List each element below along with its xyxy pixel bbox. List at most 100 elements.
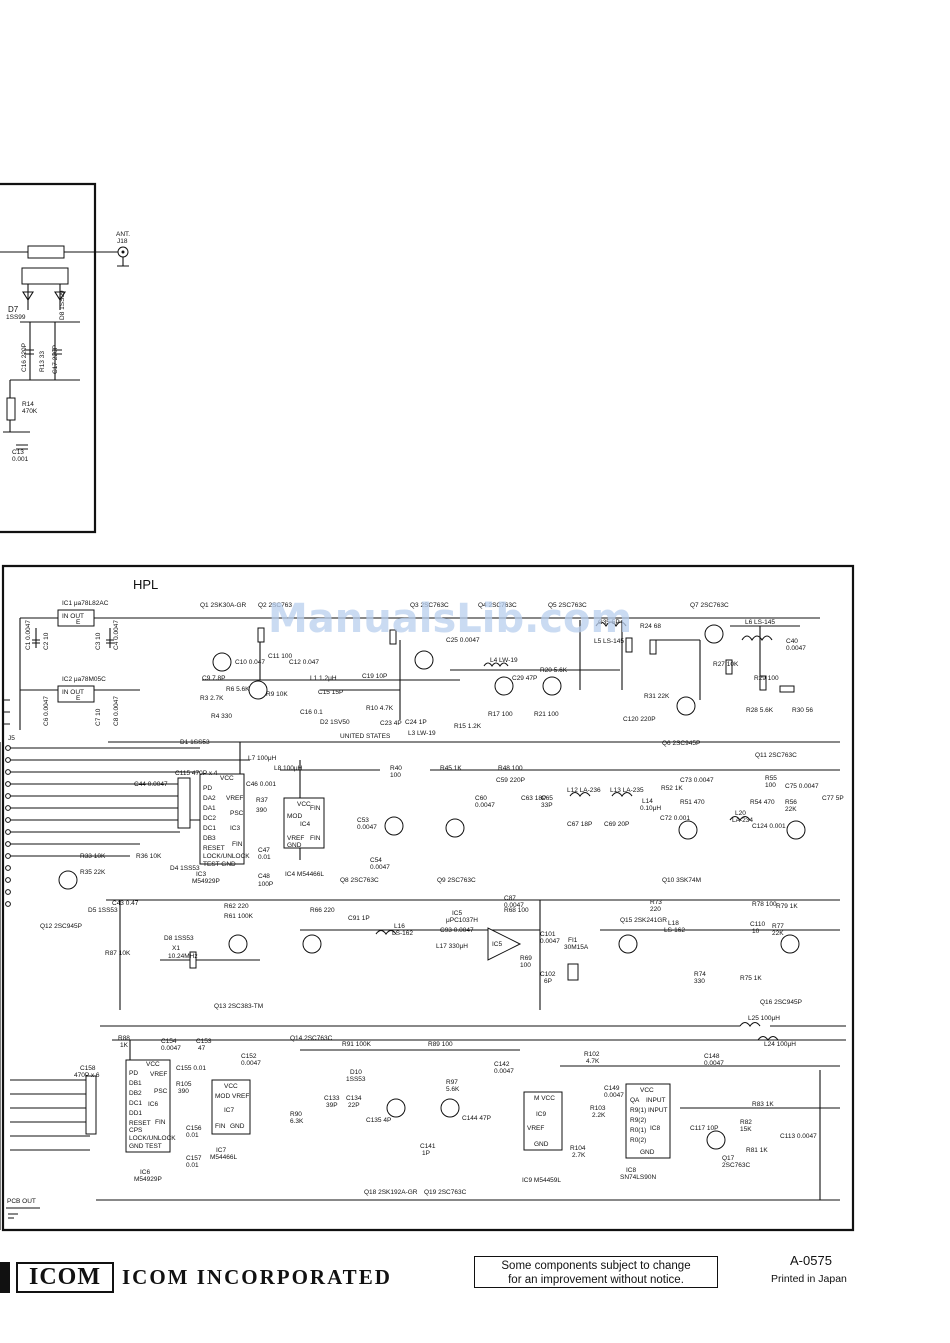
svg-text:R87 10K: R87 10K [105, 950, 131, 957]
svg-text:1K: 1K [120, 1042, 129, 1049]
svg-text:C141: C141 [420, 1143, 436, 1150]
svg-text:C53: C53 [357, 817, 369, 824]
svg-text:Q19 2SC763C: Q19 2SC763C [424, 1189, 467, 1196]
svg-text:Q12 2SC945P: Q12 2SC945P [40, 923, 82, 930]
svg-text:E: E [76, 619, 81, 626]
svg-text:390: 390 [256, 807, 267, 814]
svg-text:IC3: IC3 [230, 825, 241, 832]
svg-text:D8 1SS53: D8 1SS53 [164, 935, 194, 942]
svg-text:VCC: VCC [146, 1061, 160, 1068]
svg-text:R68 100: R68 100 [504, 907, 529, 914]
svg-text:R90: R90 [290, 1111, 302, 1118]
svg-text:PSC: PSC [230, 810, 244, 817]
svg-text:D4 1SS53: D4 1SS53 [170, 865, 200, 872]
svg-text:C113 0.0047: C113 0.0047 [780, 1133, 817, 1140]
svg-text:DA1: DA1 [203, 805, 216, 812]
svg-text:IC3: IC3 [196, 871, 207, 878]
svg-text:0.0047: 0.0047 [604, 1092, 624, 1099]
svg-text:Q2 2SC763: Q2 2SC763 [258, 602, 292, 609]
svg-text:L1 1.2μH: L1 1.2μH [310, 675, 337, 682]
svg-text:RESET: RESET [129, 1120, 151, 1127]
svg-text:R54 470: R54 470 [750, 799, 775, 806]
svg-text:IC9 M54459L: IC9 M54459L [522, 1177, 561, 1184]
svg-text:6P: 6P [544, 978, 552, 985]
svg-text:L13 LA-235: L13 LA-235 [610, 787, 644, 794]
svg-text:IC7: IC7 [224, 1107, 235, 1114]
svg-text:IN OUT: IN OUT [62, 689, 84, 696]
svg-text:R20 5.6K: R20 5.6K [540, 667, 568, 674]
svg-text:C47: C47 [258, 847, 270, 854]
svg-text:22P: 22P [348, 1102, 360, 1109]
svg-text:R62 220: R62 220 [224, 903, 249, 910]
svg-text:DA2: DA2 [203, 795, 216, 802]
svg-text:C75 0.0047: C75 0.0047 [785, 783, 819, 790]
svg-text:C133: C133 [324, 1095, 340, 1102]
svg-text:0.0047: 0.0047 [475, 802, 495, 809]
svg-text:100: 100 [390, 772, 401, 779]
svg-text:0.01: 0.01 [186, 1162, 199, 1169]
svg-text:DB1: DB1 [129, 1080, 142, 1087]
svg-text:R102: R102 [584, 1051, 600, 1058]
svg-text:C16 220P: C16 220P [21, 343, 28, 372]
svg-text:IC9: IC9 [536, 1111, 547, 1118]
svg-text:E: E [76, 695, 81, 702]
svg-text:DC2: DC2 [203, 815, 216, 822]
svg-text:GND: GND [534, 1141, 549, 1148]
svg-text:R88: R88 [118, 1035, 130, 1042]
svg-text:TEST GND: TEST GND [203, 861, 236, 868]
upper-board: D7 1SS99 D8 1SS99 C16 220P R13 33 C17 22… [0, 182, 130, 534]
svg-text:2SC763C: 2SC763C [722, 1162, 750, 1169]
svg-text:R13 33: R13 33 [39, 351, 46, 372]
svg-text:C2 10: C2 10 [43, 632, 50, 650]
svg-text:R21 100: R21 100 [534, 711, 559, 718]
svg-text:C142: C142 [494, 1061, 510, 1068]
svg-text:X1: X1 [172, 945, 180, 952]
svg-text:R17 100: R17 100 [488, 711, 513, 718]
printed-in: Printed in Japan [771, 1273, 847, 1285]
svg-text:C19 10P: C19 10P [362, 673, 387, 680]
svg-text:R97: R97 [446, 1079, 458, 1086]
svg-text:L5 LS-145: L5 LS-145 [594, 638, 624, 645]
svg-text:C115 470P x 4: C115 470P x 4 [175, 770, 218, 777]
svg-text:C144 47P: C144 47P [462, 1115, 491, 1122]
svg-text:Q4 2SC763C: Q4 2SC763C [478, 602, 517, 609]
svg-text:C93 0.0047: C93 0.0047 [440, 927, 474, 934]
svg-text:Q10 3SK74M: Q10 3SK74M [662, 877, 701, 884]
svg-text:R6 5.6K: R6 5.6K [226, 686, 250, 693]
ic3-body [199, 773, 245, 865]
svg-text:C54: C54 [370, 857, 382, 864]
svg-text:R79 1K: R79 1K [776, 903, 798, 910]
svg-text:R73: R73 [650, 899, 662, 906]
svg-text:D5 1SS53: D5 1SS53 [88, 907, 118, 914]
svg-text:C15 15P: C15 15P [318, 689, 343, 696]
svg-text:22K: 22K [772, 930, 784, 937]
svg-text:C44 0.0047: C44 0.0047 [134, 781, 168, 788]
svg-text:Q14 2SC763C: Q14 2SC763C [290, 1035, 333, 1042]
svg-text:D10: D10 [350, 1069, 362, 1076]
svg-text:100: 100 [520, 962, 531, 969]
svg-text:L8 100μH: L8 100μH [274, 765, 303, 772]
svg-text:VCC: VCC [297, 801, 311, 808]
icom-logo: ICOM [16, 1262, 114, 1293]
svg-text:C24 1P: C24 1P [405, 719, 427, 726]
svg-text:QA: QA [630, 1097, 640, 1104]
svg-text:VREF: VREF [527, 1125, 544, 1132]
svg-text:R40: R40 [390, 765, 402, 772]
svg-text:39P: 39P [326, 1102, 338, 1109]
svg-text:C16 0.1: C16 0.1 [300, 709, 323, 716]
svg-text:R103: R103 [590, 1105, 606, 1112]
svg-text:L7 100μH: L7 100μH [248, 755, 277, 762]
svg-text:IC7: IC7 [216, 1147, 227, 1154]
svg-text:R33 10K: R33 10K [80, 853, 106, 860]
svg-text:ANT.: ANT. [116, 231, 130, 238]
svg-text:R52 1K: R52 1K [661, 785, 683, 792]
svg-text:C124 0.001: C124 0.001 [752, 823, 786, 830]
svg-text:C23 4P: C23 4P [380, 720, 402, 727]
svg-text:VREF: VREF [226, 795, 243, 802]
svg-text:R89 100: R89 100 [428, 1041, 453, 1048]
svg-text:C110: C110 [750, 921, 765, 928]
svg-text:Q15 2SK241GR: Q15 2SK241GR [620, 917, 667, 924]
svg-text:10.24MHz: 10.24MHz [168, 953, 198, 960]
